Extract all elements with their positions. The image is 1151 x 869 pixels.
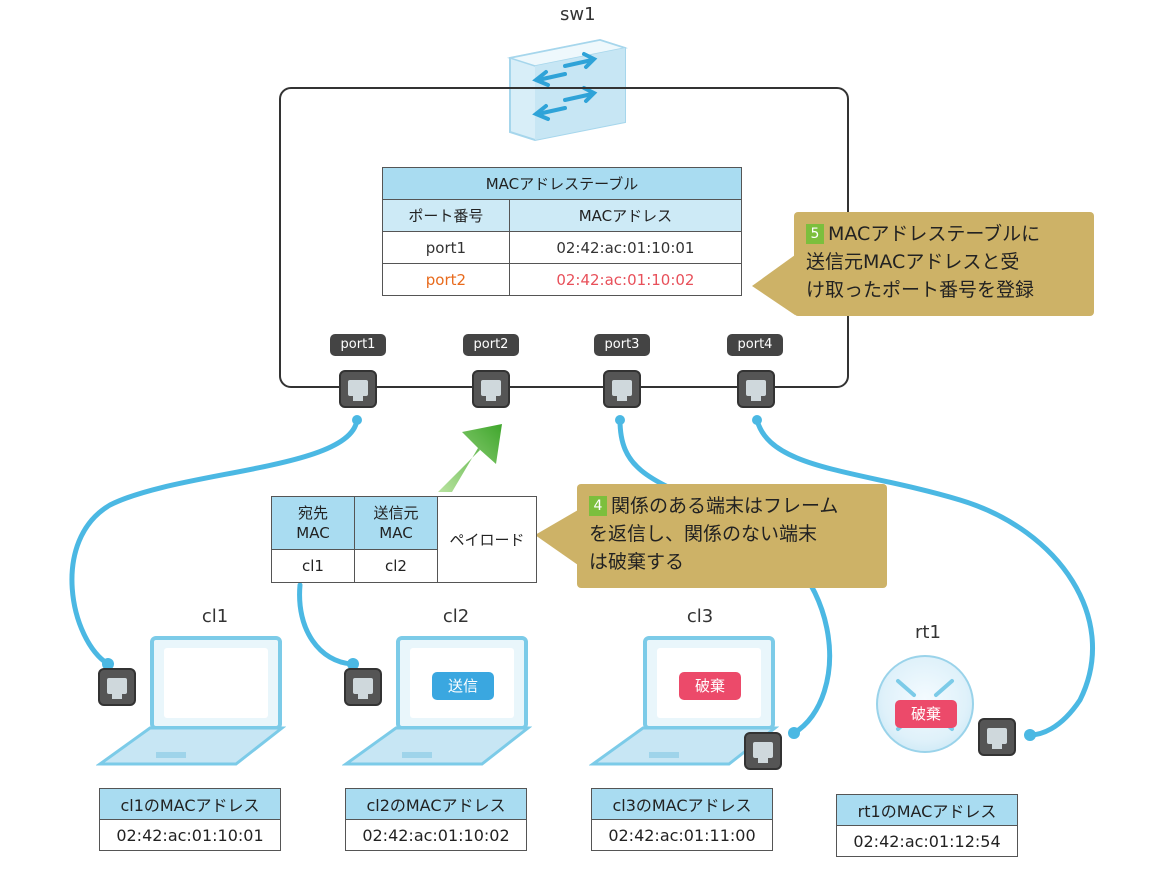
ethernet-port-icon <box>737 370 775 408</box>
mac-address-box-title: cl2のMACアドレス <box>345 788 527 820</box>
switch-icon <box>507 38 628 142</box>
port-tag-port4: port4 <box>727 334 783 356</box>
laptop-keyboard-icon <box>96 726 286 766</box>
port-tag-port3: port3 <box>594 334 650 356</box>
laptop-keyboard-icon <box>589 726 779 766</box>
mac-address-value: 02:42:ac:01:12:54 <box>836 825 1018 857</box>
mac-table-mac-cell: 02:42:ac:01:10:02 <box>508 263 743 296</box>
device-name-cl1: cl1 <box>201 606 229 627</box>
cable-end-port4 <box>752 415 762 425</box>
mac-table-header-mac: MACアドレス <box>508 199 743 232</box>
cable-end-rt1 <box>1024 729 1036 741</box>
ethernet-port-icon <box>603 370 641 408</box>
ethernet-port-icon <box>978 718 1016 756</box>
cable-end-cl1 <box>102 658 114 670</box>
ethernet-port-icon <box>98 668 136 706</box>
frame-src-value: cl2 <box>354 549 438 583</box>
mac-address-box-title: cl1のMACアドレス <box>99 788 281 820</box>
mac-address-box-rt1: rt1のMACアドレス 02:42:ac:01:12:54 <box>836 794 1018 857</box>
frame-src-header-line: 送信元 <box>373 504 419 522</box>
callout-line: 送信元MACアドレスと受 <box>806 251 1020 273</box>
callout-line: を返信し、関係のない端末 <box>589 523 818 545</box>
callout-line: け取ったポート番号を登録 <box>806 279 1035 301</box>
callout4-pointer <box>535 510 578 565</box>
laptop-keyboard-icon <box>342 726 532 766</box>
port-tag-port1: port1 <box>330 334 386 356</box>
mac-address-box-cl2: cl2のMACアドレス 02:42:ac:01:10:02 <box>345 788 527 851</box>
mac-table-mac-cell: 02:42:ac:01:10:01 <box>508 231 743 264</box>
mac-table-header-port: ポート番号 <box>382 199 510 232</box>
callout5-pointer <box>752 255 795 315</box>
discard-badge: 破棄 <box>895 700 957 728</box>
frame-payload: ペイロード <box>437 496 537 583</box>
send-badge: 送信 <box>432 672 494 700</box>
cable-end-port1 <box>352 415 362 425</box>
callout-line: 関係のある端末はフレーム <box>611 495 839 517</box>
step-number: 5 <box>806 224 824 244</box>
mac-table-row: port1 02:42:ac:01:10:01 <box>382 231 743 264</box>
mac-address-box-cl1: cl1のMACアドレス 02:42:ac:01:10:01 <box>99 788 281 851</box>
frame-dst-header: 宛先 MAC <box>271 496 355 550</box>
ethernet-port-icon <box>339 370 377 408</box>
mac-address-box-title: cl3のMACアドレス <box>591 788 773 820</box>
mac-address-table: MACアドレステーブル ポート番号 MACアドレス port1 02:42:ac… <box>382 167 743 296</box>
frame-dst-header-line: MAC <box>296 524 330 542</box>
ethernet-frame: 宛先 MAC 送信元 MAC ペイロード cl1 cl2 <box>271 496 537 583</box>
ethernet-port-icon <box>472 370 510 408</box>
cable-end-cl3 <box>788 727 800 739</box>
mac-table-row-new: port2 02:42:ac:01:10:02 <box>382 263 743 296</box>
cable-cl1-port1 <box>69 417 360 667</box>
cable-rt1-port4 <box>754 417 1096 738</box>
ethernet-port-icon <box>744 732 782 770</box>
frame-dst-header-line: 宛先 <box>297 504 328 522</box>
mac-address-value: 02:42:ac:01:11:00 <box>591 819 773 851</box>
callout-line: MACアドレステーブルに <box>828 223 1041 245</box>
mac-table-port-cell: port2 <box>382 263 510 296</box>
ethernet-port-icon <box>344 668 382 706</box>
mac-address-box-title: rt1のMACアドレス <box>836 794 1018 826</box>
device-name-cl3: cl3 <box>686 606 714 627</box>
discard-badge: 破棄 <box>679 672 741 700</box>
port-tag-port2: port2 <box>463 334 519 356</box>
device-name-cl2: cl2 <box>442 606 470 627</box>
frame-src-header-line: MAC <box>379 524 413 542</box>
green-up-arrow-icon <box>438 424 502 492</box>
frame-src-header: 送信元 MAC <box>354 496 438 550</box>
laptop-display <box>164 648 268 718</box>
mac-address-value: 02:42:ac:01:10:02 <box>345 819 527 851</box>
mac-address-value: 02:42:ac:01:10:01 <box>99 819 281 851</box>
laptop-screen <box>150 636 282 730</box>
callout-line: は破棄する <box>589 551 685 573</box>
device-name-rt1: rt1 <box>915 622 941 643</box>
switch-name: sw1 <box>560 4 596 25</box>
cable-end-cl2 <box>347 658 359 670</box>
mac-table-port-cell: port1 <box>382 231 510 264</box>
cable-end-port3 <box>615 415 625 425</box>
step-number: 4 <box>589 496 607 516</box>
cable-cl2-port2 <box>297 582 355 667</box>
mac-address-box-cl3: cl3のMACアドレス 02:42:ac:01:11:00 <box>591 788 773 851</box>
mac-table-title: MACアドレステーブル <box>382 167 742 200</box>
frame-dst-value: cl1 <box>271 549 355 583</box>
